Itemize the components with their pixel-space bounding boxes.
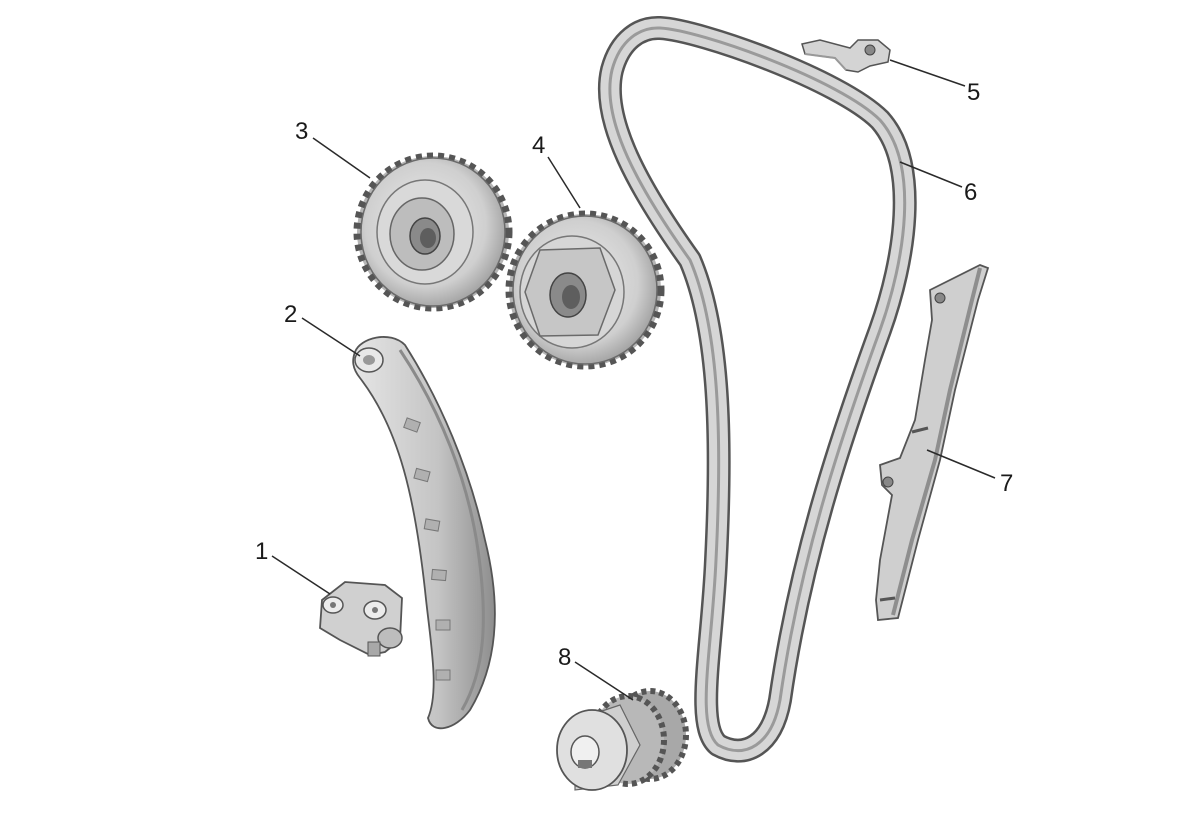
leader-line-1 xyxy=(271,555,331,595)
leader-line-8 xyxy=(574,661,634,701)
intake-camshaft-sprocket xyxy=(353,152,513,312)
callout-1: 1 xyxy=(255,538,269,565)
callout-7: 7 xyxy=(1000,470,1014,497)
leader-line-7 xyxy=(926,449,996,479)
leader-lines xyxy=(271,59,996,701)
callout-2: 2 xyxy=(284,301,298,328)
upper-chain-guide xyxy=(801,39,891,73)
callout-3: 3 xyxy=(295,118,309,145)
callout-8: 8 xyxy=(558,644,572,671)
leader-line-2 xyxy=(301,317,361,357)
crankshaft-sprocket xyxy=(556,688,689,791)
leader-line-3 xyxy=(312,137,371,179)
callout-6: 6 xyxy=(964,179,978,206)
leader-line-6 xyxy=(899,161,963,188)
exhaust-camshaft-sprocket xyxy=(505,210,665,370)
fixed-chain-guide xyxy=(875,264,990,621)
tensioner xyxy=(319,581,403,657)
callout-5: 5 xyxy=(967,79,981,106)
leader-line-5 xyxy=(889,59,966,87)
timing-chain xyxy=(597,16,917,763)
callout-4: 4 xyxy=(532,132,546,159)
leader-line-4 xyxy=(547,156,581,209)
tensioner-rail xyxy=(352,336,496,730)
